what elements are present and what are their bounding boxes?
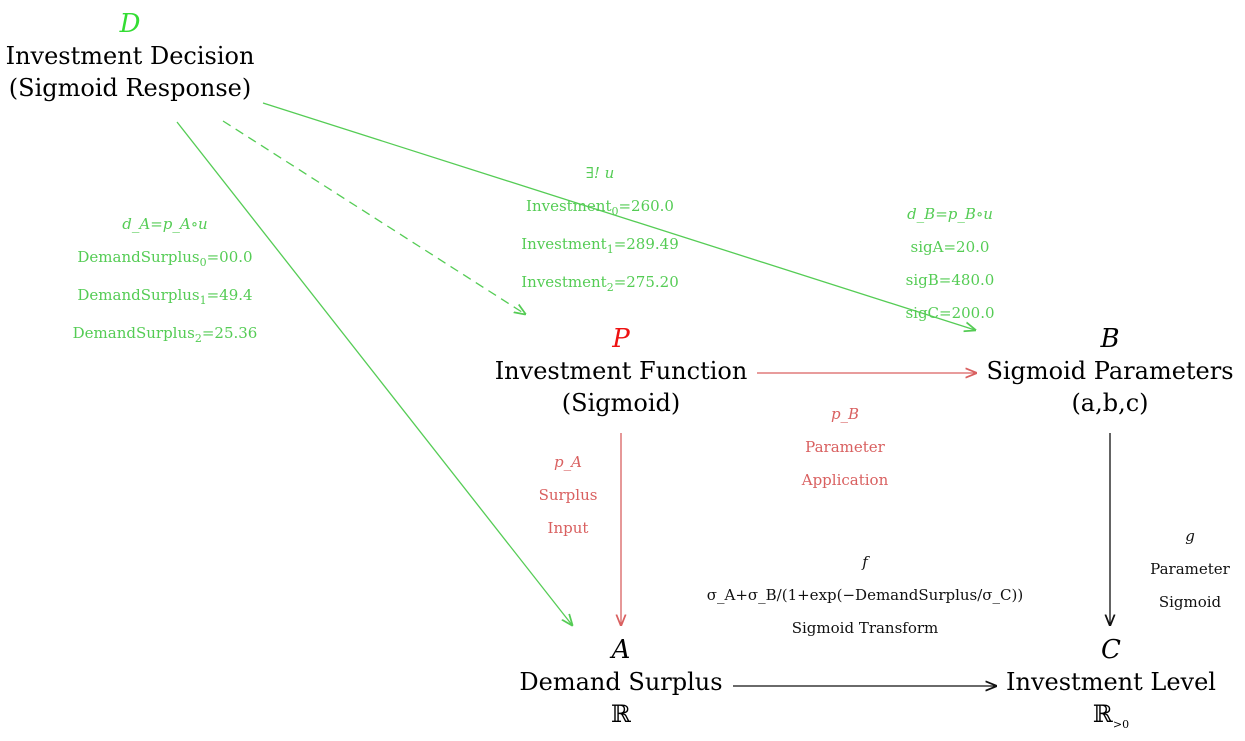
label-u-line-0: Investment0=260.0	[526, 197, 674, 218]
label-d-a-line-2: DemandSurplus2=25.36	[72, 324, 258, 345]
label-u: ∃! u Investment0=260.0 Investment1=289.4…	[490, 157, 710, 304]
label-d-a-line-1: DemandSurplus1=49.4	[77, 286, 253, 307]
node-b: B Sigmoid Parameters (a,b,c)	[980, 323, 1240, 419]
node-d-title: Investment Decision	[5, 42, 255, 70]
label-f-formula: σ_A+σ_B/(1+exp(−DemandSurplus/σ_C))	[706, 586, 1024, 604]
label-d-a: d_A=p_A∘u DemandSurplus0=00.0 DemandSurp…	[40, 208, 290, 355]
label-p-b-head: p_B	[830, 405, 860, 423]
node-b-title: Sigmoid Parameters	[986, 357, 1234, 385]
arrow-d-a	[176, 121, 572, 625]
label-f-caption: Sigmoid Transform	[791, 619, 939, 637]
label-u-line-1: Investment1=289.49	[521, 235, 679, 256]
label-d-b-line-2: sigC=200.0	[905, 304, 995, 322]
label-p-a-line-1: Input	[547, 519, 589, 537]
label-d-b-line-0: sigA=20.0	[910, 238, 990, 256]
node-d-letter: D	[119, 9, 141, 39]
node-c-set: ℝ>0	[995, 698, 1227, 741]
label-p-b: p_B Parameter Application	[775, 398, 915, 497]
node-b-subtitle: (a,b,c)	[1071, 389, 1149, 417]
label-p-a: p_A Surplus Input	[518, 446, 618, 545]
label-d-b-line-1: sigB=480.0	[905, 271, 995, 289]
node-p: P Investment Function (Sigmoid)	[490, 323, 752, 419]
label-u-line-2: Investment2=275.20	[521, 273, 679, 294]
label-d-a-head: d_A=p_A∘u	[122, 215, 208, 233]
label-g: g Parameter Sigmoid	[1135, 520, 1245, 619]
label-g-line-0: Parameter	[1150, 560, 1230, 578]
label-g-head: g	[1185, 527, 1195, 545]
node-c-set-base: ℝ	[1092, 700, 1113, 728]
label-p-b-line-1: Application	[801, 471, 889, 489]
node-c-title: Investment Level	[1006, 668, 1216, 696]
label-p-b-line-0: Parameter	[805, 438, 885, 456]
label-p-a-head: p_A	[554, 453, 582, 471]
arrow-d-b	[262, 102, 975, 330]
node-a-set: ℝ	[611, 700, 631, 728]
node-a: A Demand Surplus ℝ	[505, 634, 737, 730]
node-p-subtitle: (Sigmoid)	[561, 389, 681, 417]
label-d-a-line-0: DemandSurplus0=00.0	[77, 248, 253, 269]
node-b-letter: B	[1100, 324, 1120, 354]
node-a-letter: A	[611, 635, 631, 665]
node-c-set-sub: >0	[1112, 717, 1130, 731]
label-f-head: f	[862, 553, 868, 571]
label-d-b-head: d_B=p_B∘u	[907, 205, 993, 223]
node-c: C Investment Level ℝ>0	[995, 634, 1227, 741]
node-a-title: Demand Surplus	[519, 668, 723, 696]
node-d: D Investment Decision (Sigmoid Response)	[0, 8, 260, 104]
label-d-b: d_B=p_B∘u sigA=20.0 sigB=480.0 sigC=200.…	[880, 198, 1020, 330]
node-p-title: Investment Function	[494, 357, 748, 385]
node-p-letter: P	[612, 324, 630, 354]
label-g-line-1: Sigmoid	[1158, 593, 1222, 611]
label-p-a-line-0: Surplus	[538, 486, 598, 504]
label-f: f σ_A+σ_B/(1+exp(−DemandSurplus/σ_C)) Si…	[640, 546, 1090, 645]
label-u-head: ∃! u	[585, 164, 615, 182]
node-d-subtitle: (Sigmoid Response)	[8, 74, 252, 102]
node-c-letter: C	[1101, 635, 1121, 665]
